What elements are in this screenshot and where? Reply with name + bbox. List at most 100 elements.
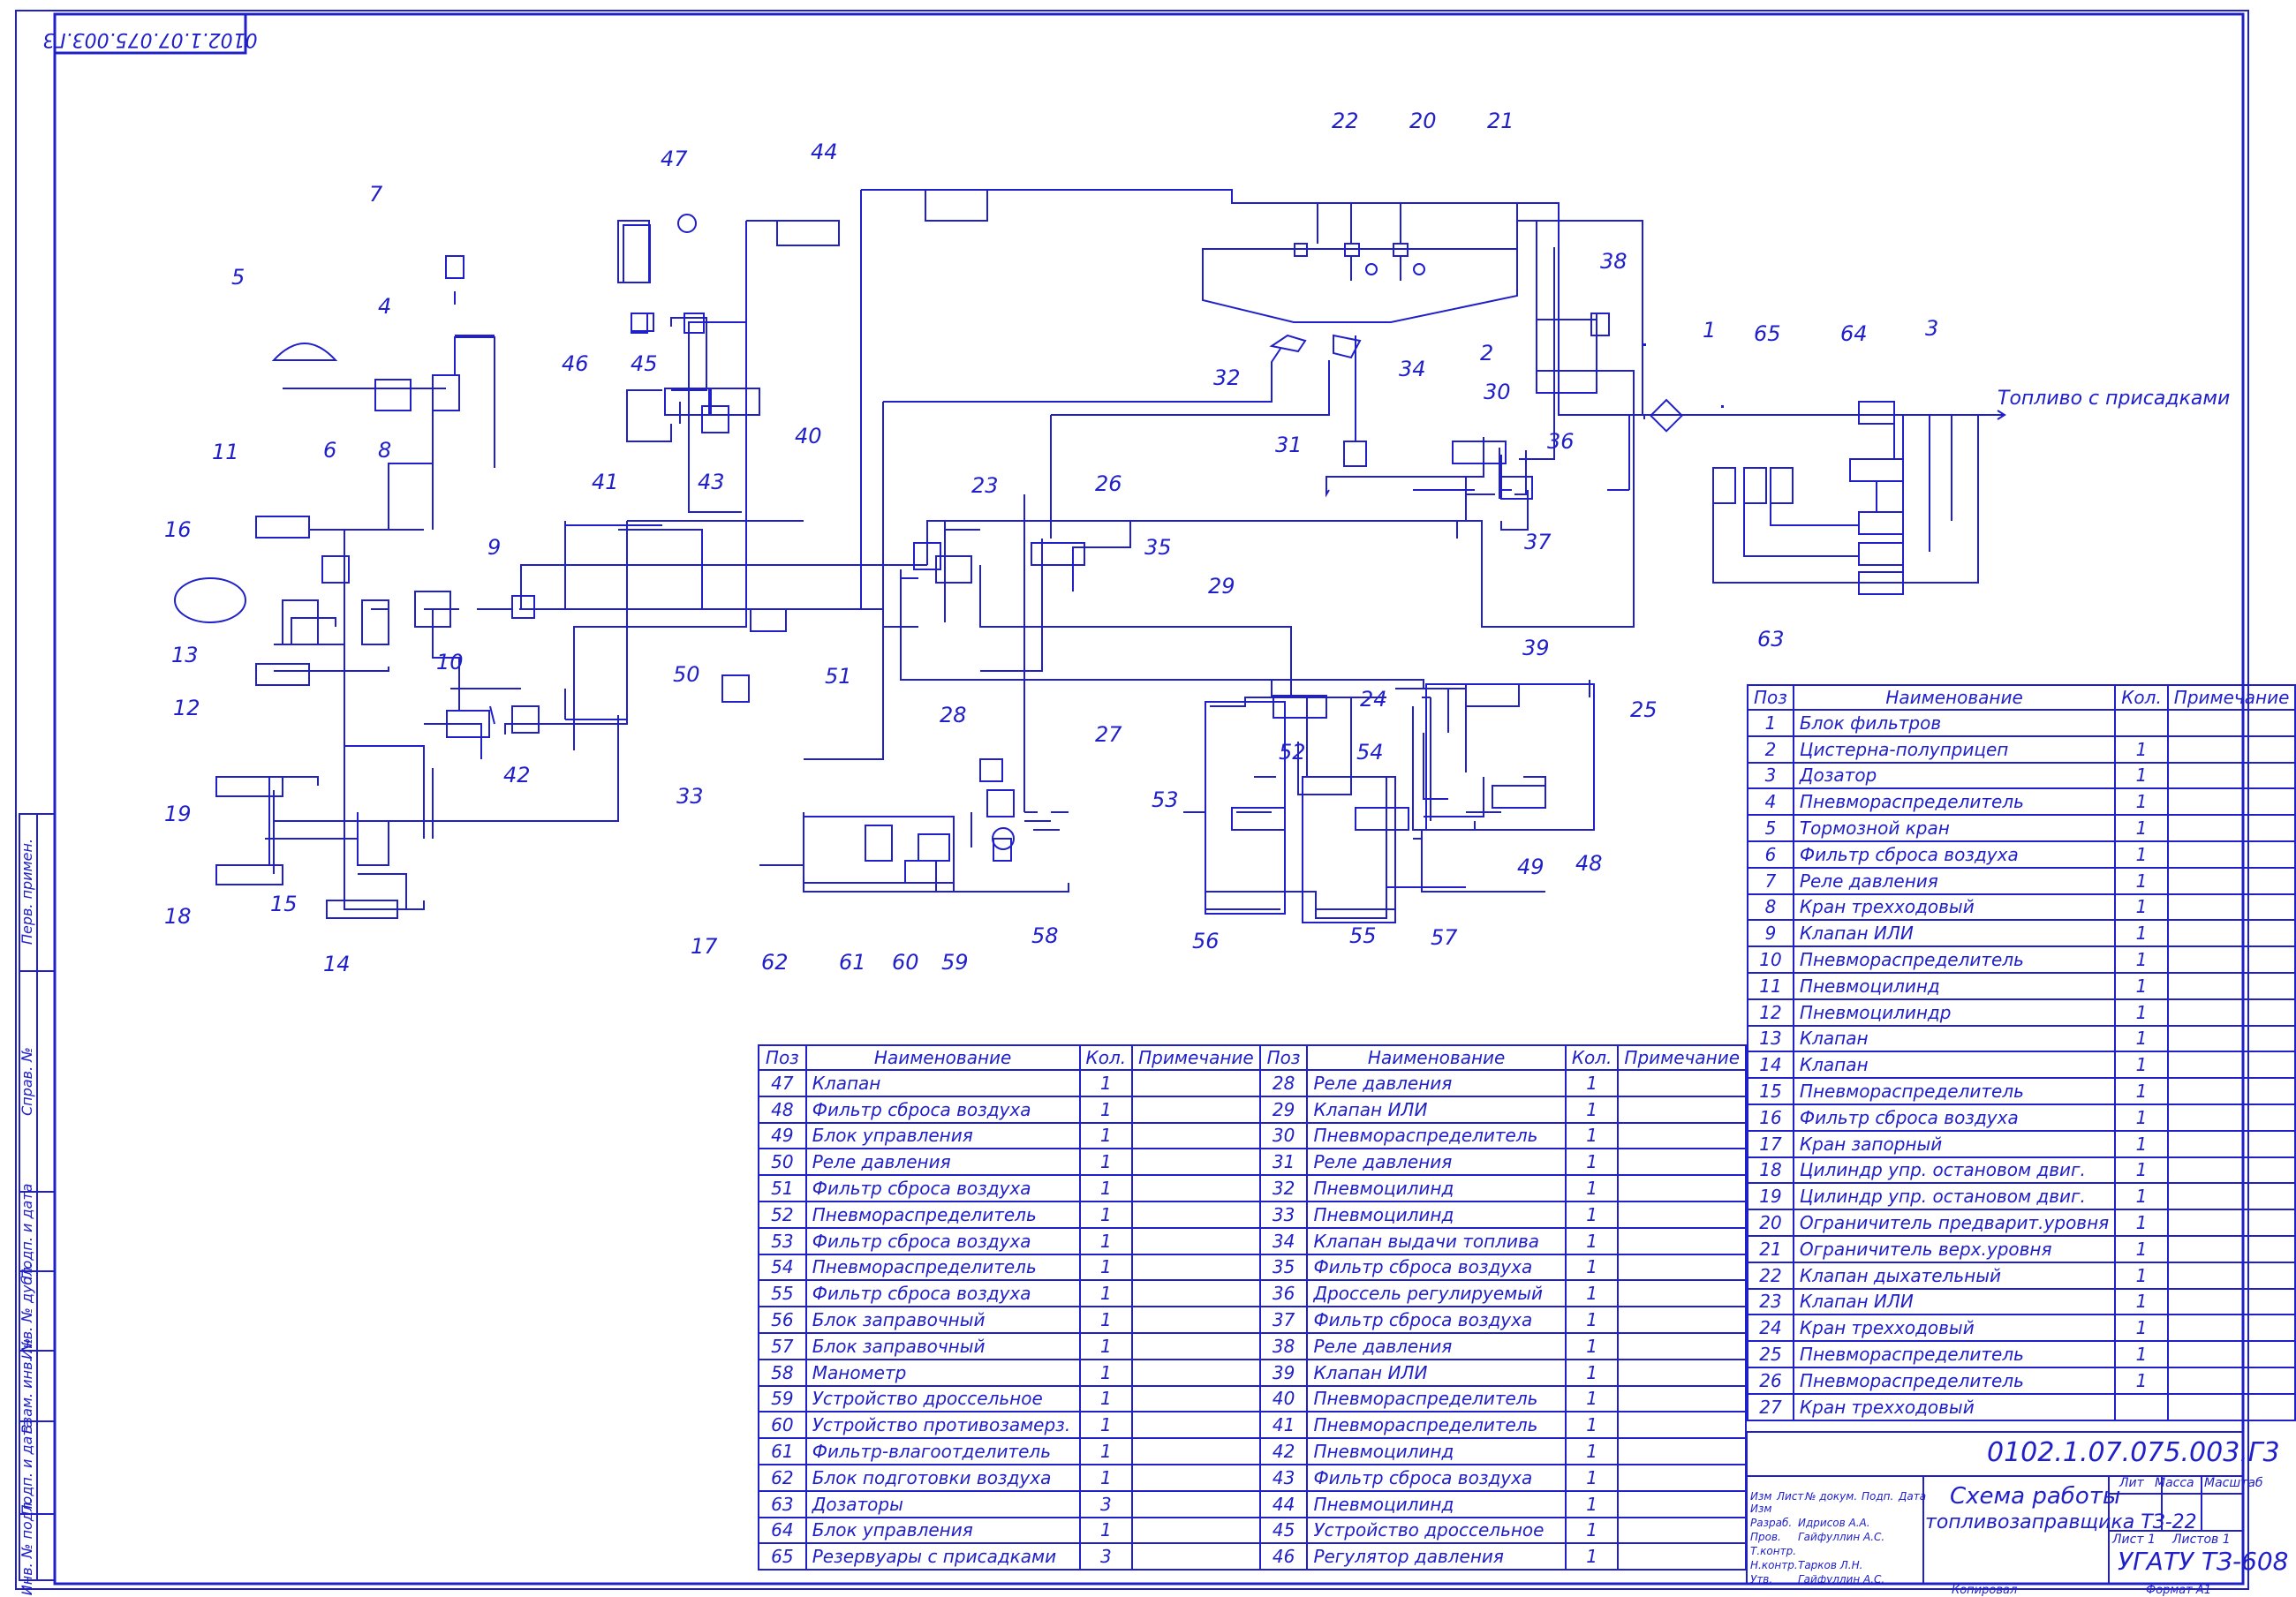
cell-pos: 47 <box>758 1069 807 1097</box>
output-label: Топливо с присадками <box>1998 388 2230 410</box>
cell-note <box>1617 1095 1747 1124</box>
cell-name: Ограничитель предварит.уровня <box>1792 1209 2117 1237</box>
side-strip-label: Инв. № подл. <box>19 1498 35 1595</box>
cell-qty: 1 <box>2114 971 2169 1000</box>
cell-qty: 1 <box>2114 919 2169 948</box>
callout-41: 41 <box>592 470 619 494</box>
cell-note <box>2166 945 2296 974</box>
cell-qty: 1 <box>1078 1358 1134 1387</box>
cell-name: Пневмораспределитель <box>1792 1366 2117 1395</box>
cell-qty: 1 <box>2114 1340 2169 1368</box>
cell-pos: 31 <box>1258 1148 1309 1177</box>
cell-note <box>2166 1392 2296 1421</box>
cell-qty: 1 <box>1078 1069 1134 1097</box>
cell-pos: 35 <box>1258 1253 1309 1282</box>
stamp-role: Т.контр. <box>1750 1545 1797 1557</box>
callout-46: 46 <box>562 351 589 376</box>
cell-name: Клапан дыхательный <box>1792 1261 2117 1290</box>
callout-36: 36 <box>1547 429 1575 454</box>
stamp-person: Идрисов А.А. <box>1798 1517 1870 1529</box>
cell-name: Реле давления <box>1306 1331 1567 1360</box>
cell-pos: 65 <box>758 1542 807 1571</box>
cell-qty: 1 <box>2114 814 2169 842</box>
cell-note <box>1617 1069 1747 1097</box>
cell-pos: 22 <box>1747 1261 1794 1290</box>
callout-28: 28 <box>940 703 967 727</box>
cell-qty: 1 <box>1564 1463 1620 1492</box>
cell-name: Пневмораспределитель <box>804 1253 1081 1282</box>
cell-note <box>1617 1306 1747 1334</box>
cell-note <box>2166 814 2296 842</box>
callout-61: 61 <box>839 950 866 975</box>
cell-note <box>1131 1226 1261 1255</box>
col-qty: Кол. <box>2114 684 2169 711</box>
callout-21: 21 <box>1487 109 1514 133</box>
cell-qty: 1 <box>1564 1174 1620 1202</box>
cell-qty: 1 <box>1564 1226 1620 1255</box>
cell-name: Фильтр сброса воздуха <box>1306 1463 1567 1492</box>
tank-semitrailer <box>1202 248 1518 323</box>
cell-pos: 5 <box>1747 814 1794 842</box>
callout-56: 56 <box>1192 929 1220 953</box>
col-note: Примечание <box>2166 684 2296 711</box>
col-name: Наименование <box>1792 684 2117 711</box>
cell-note <box>2166 734 2296 764</box>
cell-pos: 57 <box>758 1331 807 1360</box>
cell-pos: 54 <box>758 1253 807 1282</box>
cell-qty: 1 <box>1564 1279 1620 1308</box>
cell-pos: 37 <box>1258 1306 1309 1334</box>
col-note: Примечание <box>1131 1044 1261 1071</box>
callout-13: 13 <box>171 643 199 667</box>
callout-39: 39 <box>1522 636 1550 660</box>
title-block-grid <box>1746 1431 2244 1585</box>
cell-pos: 8 <box>1747 893 1794 922</box>
cell-note <box>2166 919 2296 948</box>
cell-note <box>2166 1340 2296 1368</box>
cell-name: Кран запорный <box>1792 1129 2117 1158</box>
cell-pos: 10 <box>1747 945 1794 974</box>
cell-name: Пневмоцилинд <box>1306 1437 1567 1465</box>
cell-pos: 42 <box>1258 1437 1309 1465</box>
cell-pos: 20 <box>1747 1209 1794 1237</box>
cell-pos: 36 <box>1258 1279 1309 1308</box>
cell-qty: 1 <box>1564 1200 1620 1229</box>
cell-note <box>1617 1463 1747 1492</box>
cell-name: Цилиндр упр. остановом двиг. <box>1792 1156 2117 1185</box>
col-qty: Кол. <box>1078 1044 1134 1071</box>
cell-qty: 1 <box>1564 1489 1620 1518</box>
cell-name: Реле давления <box>804 1148 1081 1177</box>
cell-name: Клапан выдачи топлива <box>1306 1226 1567 1255</box>
cell-qty <box>2114 1392 2169 1421</box>
col-pos: Поз <box>758 1044 807 1071</box>
cell-pos: 24 <box>1747 1314 1794 1343</box>
callout-50: 50 <box>673 662 700 687</box>
cell-pos: 48 <box>758 1095 807 1124</box>
drawing-code-rotated: 0102.1.07.075.003.Г3 <box>42 28 257 50</box>
stamp-role: Разраб. <box>1750 1517 1793 1529</box>
cell-pos: 58 <box>758 1358 807 1387</box>
stamp-header-cell: № докум. <box>1805 1490 1858 1503</box>
cell-qty: 1 <box>2114 1051 2169 1080</box>
cell-name: Кран трехходовый <box>1792 1314 2117 1343</box>
cell-qty: 1 <box>1078 1331 1134 1360</box>
callout-40: 40 <box>795 424 822 448</box>
side-strip-label: Инв. № дубл. <box>19 1262 35 1359</box>
cell-qty: 1 <box>1564 1411 1620 1440</box>
callout-24: 24 <box>1360 687 1387 712</box>
stamp-role: Утв. <box>1750 1573 1773 1586</box>
cell-note <box>2166 1182 2296 1211</box>
cell-pos: 19 <box>1747 1182 1794 1211</box>
callout-14: 14 <box>323 952 351 976</box>
cell-qty: 1 <box>2114 1182 2169 1211</box>
cell-qty: 1 <box>1078 1200 1134 1229</box>
cell-name: Фильтр сброса воздуха <box>804 1095 1081 1124</box>
callout-48: 48 <box>1575 851 1603 876</box>
cell-note <box>1617 1542 1747 1571</box>
